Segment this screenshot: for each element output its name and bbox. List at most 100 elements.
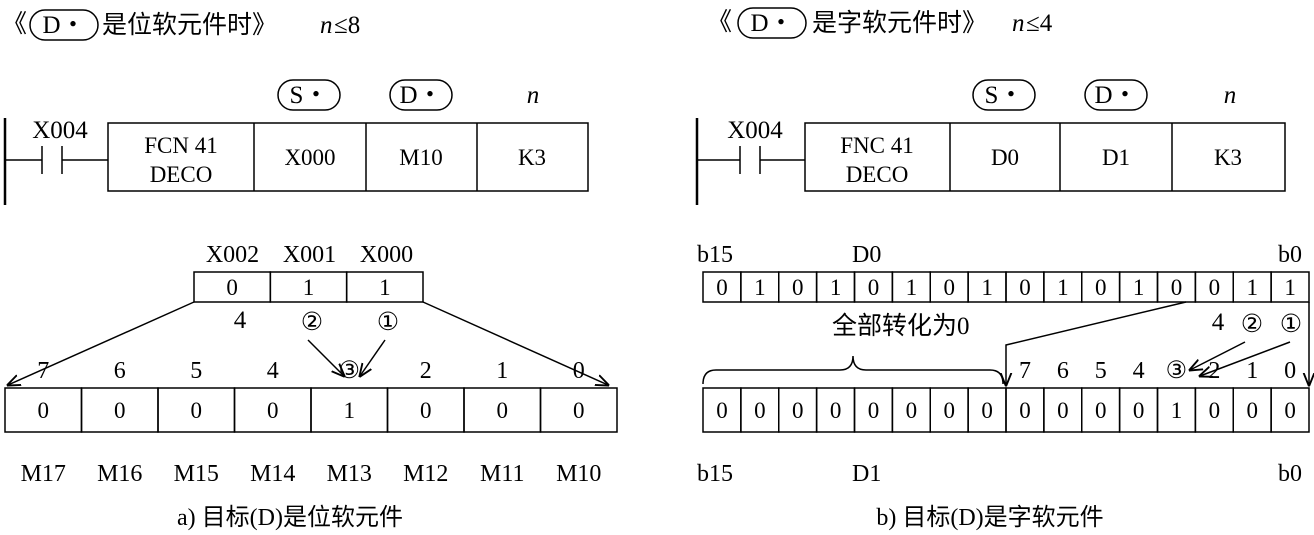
right-source-badge: S・ (985, 82, 1024, 109)
right-instr-mnemonic: DECO (846, 162, 909, 187)
right-dest-index: ③ (1166, 358, 1188, 384)
right-weight-2: ② (1241, 311, 1263, 338)
left-dest-label: M11 (480, 461, 524, 487)
right-panel: 《 D・ 是字软元件时》 n ≤4 S・ D・ n X004 FNC 41 DE… (695, 7, 1310, 531)
left-dest-label: M12 (403, 461, 448, 487)
right-dest-bit-value: 0 (981, 398, 993, 423)
left-title-n: n (320, 12, 333, 39)
right-source-bit-value: 1 (754, 275, 766, 300)
left-source-badge-outline (277, 79, 341, 111)
left-source-header: X001 (283, 242, 336, 268)
right-contact-label: X004 (727, 117, 783, 144)
right-title-badge: D・ (750, 10, 793, 37)
right-dest-bit-value: 0 (1284, 398, 1296, 423)
left-dest-index: 4 (267, 358, 279, 384)
right-n-label: n (1224, 82, 1237, 109)
right-source-bit-value: 1 (830, 275, 842, 300)
left-dest-bit-value: 0 (38, 398, 50, 423)
left-dest-index: 5 (190, 358, 202, 384)
right-source-bit-cell (1270, 271, 1310, 303)
right-dest-bit-value: 0 (1019, 398, 1031, 423)
right-source-bit-value: 0 (1019, 275, 1031, 300)
left-dest-label: M10 (556, 461, 601, 487)
left-weight-2: ② (301, 309, 323, 336)
left-weight-1: ① (377, 309, 399, 336)
left-instruction-box (107, 122, 589, 192)
left-dest-bit-value: 0 (114, 398, 126, 423)
left-dest-bit-value: 0 (420, 398, 432, 423)
right-dest-bit-value: 0 (1095, 398, 1107, 423)
right-dest-index: 5 (1095, 358, 1107, 384)
right-source-bit-value: 0 (943, 275, 955, 300)
left-source-bit-value: 1 (379, 275, 391, 300)
right-dest-index: 0 (1284, 358, 1296, 384)
left-title-open-bracket: 《 (2, 10, 27, 38)
right-dest-bit-cell (1270, 387, 1310, 433)
left-dest-index: 2 (420, 358, 432, 384)
right-upper-byte-brace (702, 355, 1004, 385)
right-source-bit-value: 0 (1171, 275, 1183, 300)
right-source-bit-value: 0 (868, 275, 880, 300)
left-fan-line-right (422, 301, 608, 385)
right-title-text: 是字软元件时》 (812, 9, 987, 37)
right-dest-badge: D・ (1094, 82, 1137, 109)
left-dest-label: M15 (174, 461, 219, 487)
right-dest-bit-value: 0 (1133, 398, 1145, 423)
right-title-open-bracket: 《 (707, 8, 732, 36)
right-instr-n: K3 (1214, 145, 1242, 170)
left-title: 《 D・ 是位软元件时》 n ≤8 (2, 9, 360, 41)
right-instr-source: D0 (991, 145, 1019, 170)
left-title-text: 是位软元件时》 (102, 11, 277, 39)
right-all-zero-note: 全部转化为0 (832, 312, 970, 340)
left-title-badge-outline (29, 9, 99, 41)
right-dest-bit-value: 1 (1171, 398, 1183, 423)
left-dest-index: ③ (338, 358, 360, 384)
left-dest-bit-value: 0 (497, 398, 509, 423)
left-dest-labels: M17 M16 M15 M14 M13 M12 M11 M10 (21, 461, 602, 487)
right-source-bit-value: 1 (1246, 275, 1258, 300)
left-dest-label: M16 (97, 461, 142, 487)
left-fan-line-left (8, 301, 195, 385)
right-dest-msb-label: b15 (697, 461, 733, 487)
left-dest-label: M13 (327, 461, 372, 487)
right-source-bit-value: 0 (716, 275, 728, 300)
left-source-header: X002 (206, 242, 259, 268)
left-instr-dest: M10 (399, 145, 442, 170)
right-dest-index: 1 (1246, 358, 1258, 384)
left-dest-index: 7 (37, 358, 49, 384)
right-instr-func: FNC 41 (840, 133, 914, 158)
left-dest-bit-cell (539, 387, 618, 433)
left-caption: a) 目标(D)是位软元件 (177, 504, 403, 531)
right-instruction-box (804, 122, 1286, 192)
right-title-condition: ≤4 (1026, 10, 1053, 37)
left-weight-4: 4 (234, 307, 247, 334)
left-source-bit-value: 1 (303, 275, 315, 300)
left-instr-func: FCN 41 (144, 133, 218, 158)
left-source-header: X000 (360, 242, 413, 268)
left-dest-bit-value: 0 (267, 398, 279, 423)
right-source-bit-value: 1 (906, 275, 918, 300)
left-dest-label: M17 (21, 461, 66, 487)
left-dest-badge: D・ (399, 82, 442, 109)
left-dest-label: M14 (250, 461, 295, 487)
right-title-n: n (1012, 10, 1025, 37)
right-dest-bit-value: 0 (943, 398, 955, 423)
right-dest-index: 4 (1133, 358, 1145, 384)
right-arrow-from-2 (1190, 341, 1246, 370)
right-source-badge-outline (972, 79, 1036, 111)
left-panel: 《 D・ 是位软元件时》 n ≤8 S・ D・ n X004 FCN 41 DE… (2, 9, 618, 531)
left-instr-n: K3 (518, 145, 546, 170)
right-dest-bit-value: 0 (1246, 398, 1258, 423)
right-dest-bit-value: 0 (868, 398, 880, 423)
right-dest-bit-value: 0 (830, 398, 842, 423)
right-dest-lsb-label: b0 (1278, 461, 1302, 487)
left-source-headers: X002 X001 X000 (206, 242, 413, 268)
left-dest-bit-value: 1 (344, 398, 356, 423)
left-source-bit-value: 0 (226, 275, 238, 300)
left-source-bits: 0 1 1 (193, 271, 424, 303)
